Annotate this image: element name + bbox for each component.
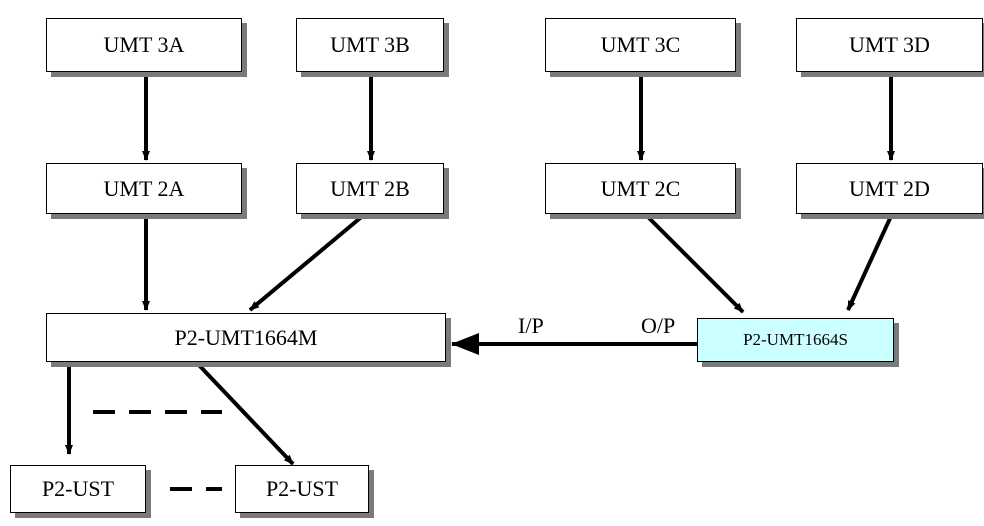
- node-umt-3c: UMT 3C: [545, 18, 736, 72]
- node-umt-2b: UMT 2B: [296, 163, 444, 214]
- arrow-2b-to-master: [248, 212, 367, 312]
- node-master-p2-umt1664m: P2-UMT1664M: [46, 313, 446, 362]
- node-ust-1: P2-UST: [10, 465, 146, 513]
- label-output: O/P: [641, 313, 676, 338]
- node-umt-3a: UMT 3A: [46, 18, 242, 72]
- node-umt-2d: UMT 2D: [796, 163, 983, 214]
- arrow-2d-to-slave: [846, 213, 894, 311]
- node-umt-2c: UMT 2C: [545, 163, 736, 214]
- node-umt-2a: UMT 2A: [46, 163, 242, 214]
- label-input: I/P: [518, 313, 544, 338]
- node-slave-p2-umt1664s: P2-UMT1664S: [697, 318, 894, 362]
- node-umt-3d: UMT 3D: [796, 18, 983, 72]
- arrow-2c-to-slave: [643, 212, 745, 314]
- node-ust-2: P2-UST: [235, 465, 369, 513]
- arrow-master-to-ust-2: [194, 360, 295, 466]
- node-umt-3b: UMT 3B: [296, 18, 444, 72]
